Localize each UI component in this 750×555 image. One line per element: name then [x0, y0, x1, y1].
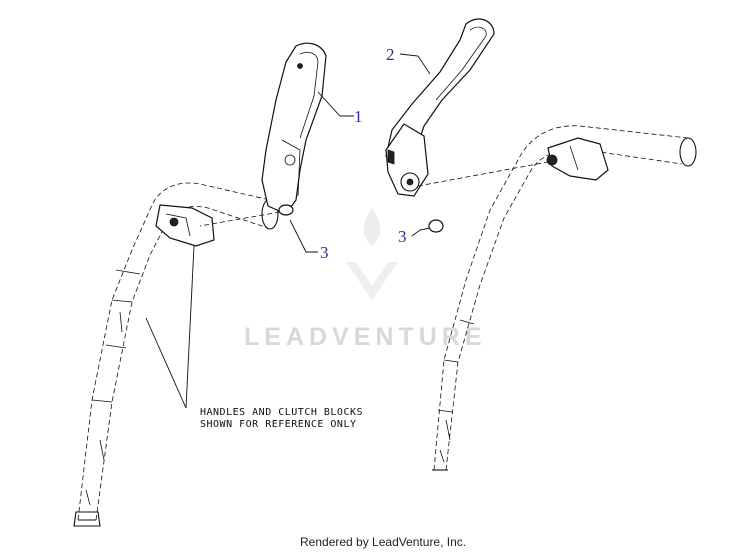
reference-note-line2: SHOWN FOR REFERENCE ONLY — [200, 419, 357, 430]
part-1-clutch-lever — [261, 42, 327, 216]
leader-1 — [317, 91, 354, 117]
left-handle — [73, 182, 279, 527]
leader-3a — [289, 219, 318, 253]
callout-3b: 3 — [398, 227, 407, 246]
leader-3b — [411, 227, 431, 237]
callout-2: 2 — [386, 45, 395, 64]
leader-2 — [399, 53, 431, 75]
leadventure-logo-icon — [346, 208, 398, 300]
part-2-clutch-lever — [385, 18, 495, 233]
reference-note-line1: HANDLES AND CLUTCH BLOCKS — [200, 407, 363, 418]
footer-credit: Rendered by LeadVenture, Inc. — [300, 535, 466, 549]
note-leader-block — [185, 245, 195, 409]
callout-3a: 3 — [320, 243, 329, 262]
right-handle — [432, 125, 697, 471]
callout-1: 1 — [354, 107, 363, 126]
note-leader-handle — [145, 317, 187, 409]
watermark-text: LEADVENTURE — [244, 323, 487, 351]
